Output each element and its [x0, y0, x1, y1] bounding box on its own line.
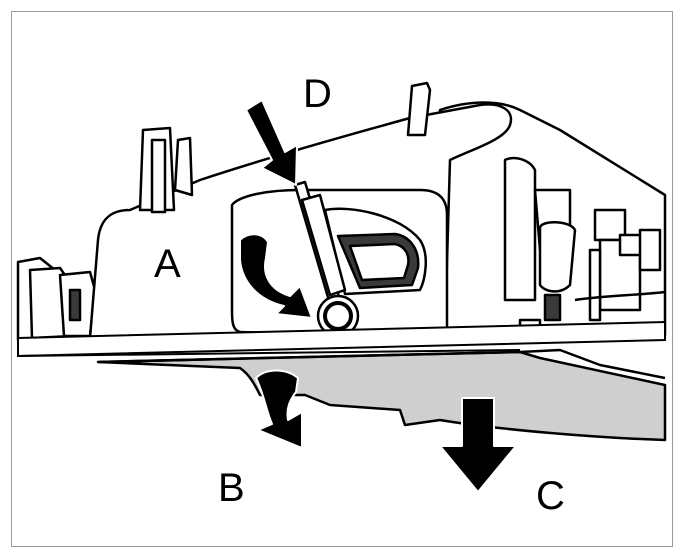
tray-panel: [96, 348, 667, 442]
callout-b: B: [218, 466, 245, 510]
machine-interior: [438, 101, 667, 347]
callout-a: A: [154, 242, 181, 286]
lever-mechanism: [293, 180, 420, 338]
callout-d: D: [303, 72, 332, 116]
arrow-a-icon: [239, 233, 313, 319]
callout-c: C: [536, 474, 565, 518]
image-frame: [11, 11, 673, 547]
left-housing: [16, 256, 97, 342]
arrow-d-icon: [245, 99, 298, 186]
arrow-b-icon: [255, 369, 303, 449]
arrow-c-icon: [439, 397, 517, 493]
base-plate: [17, 320, 666, 358]
